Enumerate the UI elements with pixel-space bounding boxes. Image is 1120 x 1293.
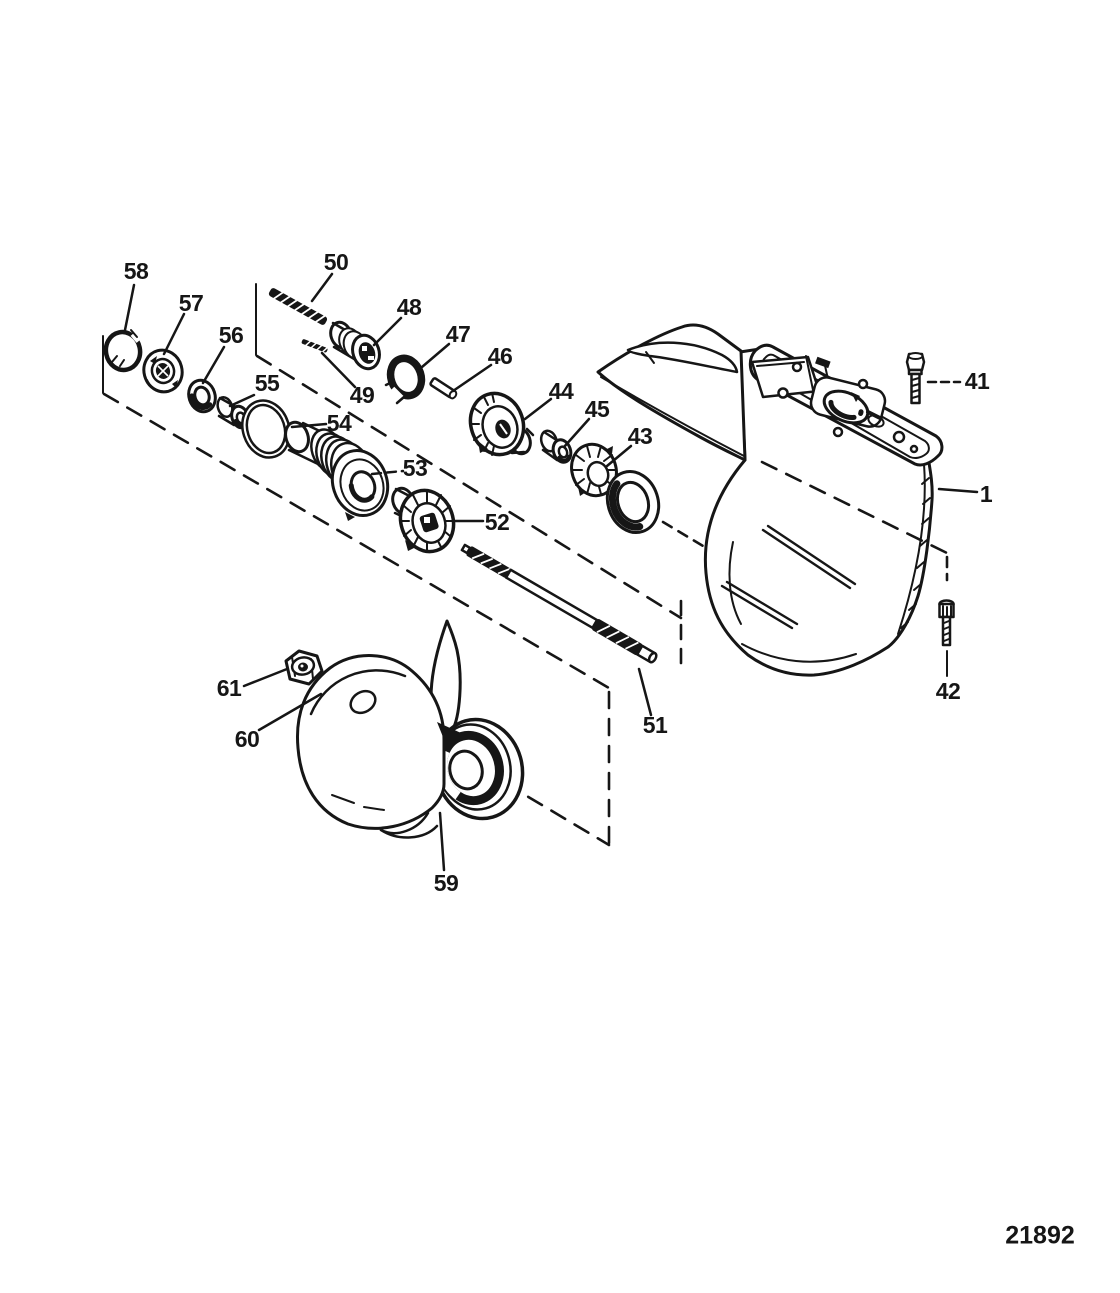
part-61-nut	[284, 649, 324, 686]
callout-59: 59	[434, 870, 459, 896]
part-58-retaining-ring	[103, 329, 144, 373]
part-53-bearing-carrier	[284, 420, 390, 521]
callout-47: 47	[446, 321, 471, 347]
callout-43: 43	[628, 423, 653, 449]
part-45-bushing	[539, 429, 573, 464]
part-48-sliding-clutch	[329, 320, 381, 371]
part-56-seal	[187, 378, 217, 414]
callout-42: 42	[936, 678, 961, 704]
part-42-screw	[938, 599, 955, 647]
part-43-bearing-and-seal	[570, 442, 661, 534]
part-52-pinion-gear	[391, 486, 456, 554]
callout-44: 44	[549, 378, 574, 404]
drawing-number: 21892	[1005, 1222, 1075, 1250]
right-edge-hatching	[900, 477, 931, 629]
callout-51: 51	[643, 712, 668, 738]
callout-56: 56	[219, 322, 244, 348]
part-59-propeller	[295, 619, 525, 839]
callout-1: 1	[980, 481, 993, 507]
callout-61: 61	[217, 675, 242, 701]
housing-seam-lines	[720, 524, 857, 630]
callout-46: 46	[488, 343, 513, 369]
gear-teeth	[399, 490, 455, 552]
construction-lines	[102, 283, 683, 847]
callout-labels: 58 57 56 55 54 53 52 51 50 49 48 47 46 4…	[124, 249, 994, 896]
part-54-o-ring	[241, 399, 291, 459]
part-47-c-ring	[384, 354, 426, 406]
part-44-forward-gear	[468, 391, 535, 457]
leader-lines	[123, 272, 979, 872]
bearing-rollers	[571, 445, 617, 495]
callout-48: 48	[397, 294, 422, 320]
part-1-gear-housing	[596, 323, 949, 677]
callout-57: 57	[179, 290, 204, 316]
propeller-front-blade	[295, 654, 446, 830]
deck-details	[750, 355, 919, 454]
propeller-thrust-hub	[349, 689, 377, 715]
callout-50: 50	[324, 249, 349, 275]
callout-52: 52	[485, 509, 510, 535]
callout-60: 60	[235, 726, 260, 752]
callout-55: 55	[255, 370, 280, 396]
part-49-pin-spring	[301, 339, 328, 353]
housing-axis-dashes	[661, 460, 949, 582]
callout-54: 54	[327, 410, 352, 436]
part-46-pin	[429, 377, 458, 400]
part-57-locknut	[142, 348, 184, 394]
part-41-bolt	[905, 352, 926, 405]
part-51-propeller-shaft	[460, 543, 658, 664]
callout-41: 41	[965, 368, 990, 394]
callout-45: 45	[585, 396, 610, 422]
callout-49: 49	[350, 382, 375, 408]
part-50-spring	[268, 288, 328, 325]
callout-53: 53	[403, 455, 428, 481]
callout-58: 58	[124, 258, 149, 284]
